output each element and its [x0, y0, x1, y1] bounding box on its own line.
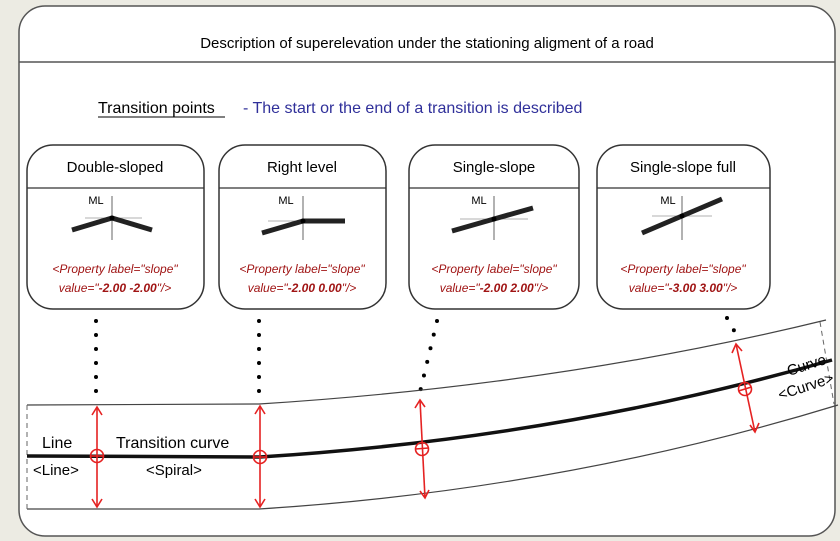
ml-point	[679, 213, 685, 219]
property-line: <Property label="slope"	[52, 262, 178, 276]
left-slope	[641, 213, 683, 236]
right-slope	[111, 215, 153, 233]
road-centerline	[26, 358, 833, 459]
value-suffix: "/>	[157, 281, 172, 295]
value-suffix: "/>	[534, 281, 549, 295]
slope-value: -2.00 -2.00	[99, 281, 157, 295]
crosshair-line	[738, 386, 752, 392]
diagram-title: Description of superelevation under the …	[200, 35, 654, 52]
ml-label: ML	[471, 195, 486, 207]
line-tag: <Line>	[33, 462, 79, 479]
arrow-up-icon	[91, 405, 103, 416]
property-line: <Property label="slope"	[620, 262, 746, 276]
transition-marker-1	[89, 405, 105, 509]
panel-single-slope: Single-slope ML <Property label="slope" …	[408, 144, 580, 310]
ml-point	[300, 218, 306, 224]
value-suffix: "/>	[342, 281, 357, 295]
slope-value: -2.00 0.00	[288, 281, 342, 295]
property-value-line: value="-3.00 3.00"/>	[629, 281, 738, 295]
transition-marker-4	[731, 342, 760, 434]
ml-label: ML	[660, 195, 675, 207]
panel-single-slope-full: Single-slope full ML <Property label="sl…	[596, 144, 771, 310]
arrow-up-icon	[414, 398, 426, 409]
crosshair-circle-icon	[737, 381, 753, 397]
panel-title: Double-sloped	[67, 159, 164, 176]
panel-frame	[26, 144, 205, 310]
width-line	[735, 343, 756, 433]
value-prefix: value="	[440, 281, 481, 295]
transition-marker-2	[252, 404, 268, 509]
property-value-line: value="-2.00 0.00"/>	[248, 281, 357, 295]
ml-label: ML	[278, 195, 293, 207]
transition-marker-3	[414, 398, 430, 500]
ml-point	[491, 216, 497, 222]
legend-description: - The start or the end of a transition i…	[243, 100, 582, 117]
panel-title: Right level	[267, 159, 337, 176]
arrow-down-icon	[749, 422, 760, 434]
arrow-down-icon	[254, 498, 266, 509]
property-line: <Property label="slope"	[431, 262, 557, 276]
ml-point	[109, 215, 115, 221]
panel-title: Single-slope full	[630, 159, 736, 176]
value-prefix: value="	[629, 281, 670, 295]
value-suffix: "/>	[723, 281, 738, 295]
slope-value: -3.00 3.00	[669, 281, 723, 295]
ml-label: ML	[88, 195, 103, 207]
arrow-down-icon	[91, 498, 103, 509]
road-edge-top	[26, 319, 827, 406]
arrow-up-icon	[731, 342, 743, 354]
line-label: Line	[42, 435, 72, 452]
left-slope	[71, 215, 113, 233]
road-end-boundary	[819, 321, 835, 405]
left-slope	[451, 216, 495, 234]
value-prefix: value="	[59, 281, 100, 295]
left-slope	[261, 218, 304, 236]
slope-value: -2.00 2.00	[480, 281, 534, 295]
property-line: <Property label="slope"	[239, 262, 365, 276]
spiral-tag: <Spiral>	[146, 462, 202, 479]
value-prefix: value="	[248, 281, 289, 295]
legend-heading: Transition points	[98, 100, 215, 117]
right-slope	[493, 205, 534, 222]
panel-right-level: Right level ML <Property label="slope" v…	[218, 144, 387, 310]
property-value-line: value="-2.00 -2.00"/>	[59, 281, 172, 295]
property-value-line: value="-2.00 2.00"/>	[440, 281, 549, 295]
panel-frame	[596, 144, 771, 310]
right-slope	[681, 196, 723, 219]
connector-dots-4	[725, 316, 738, 336]
spiral-label: Transition curve	[116, 435, 229, 452]
arrow-up-icon	[254, 404, 266, 415]
panel-double-sloped: Double-sloped ML <Property label="slope"…	[26, 144, 205, 310]
connector-dots-3	[418, 319, 439, 394]
arrow-down-icon	[419, 489, 430, 500]
panel-title: Single-slope	[453, 159, 536, 176]
crosshair-line	[415, 447, 429, 450]
